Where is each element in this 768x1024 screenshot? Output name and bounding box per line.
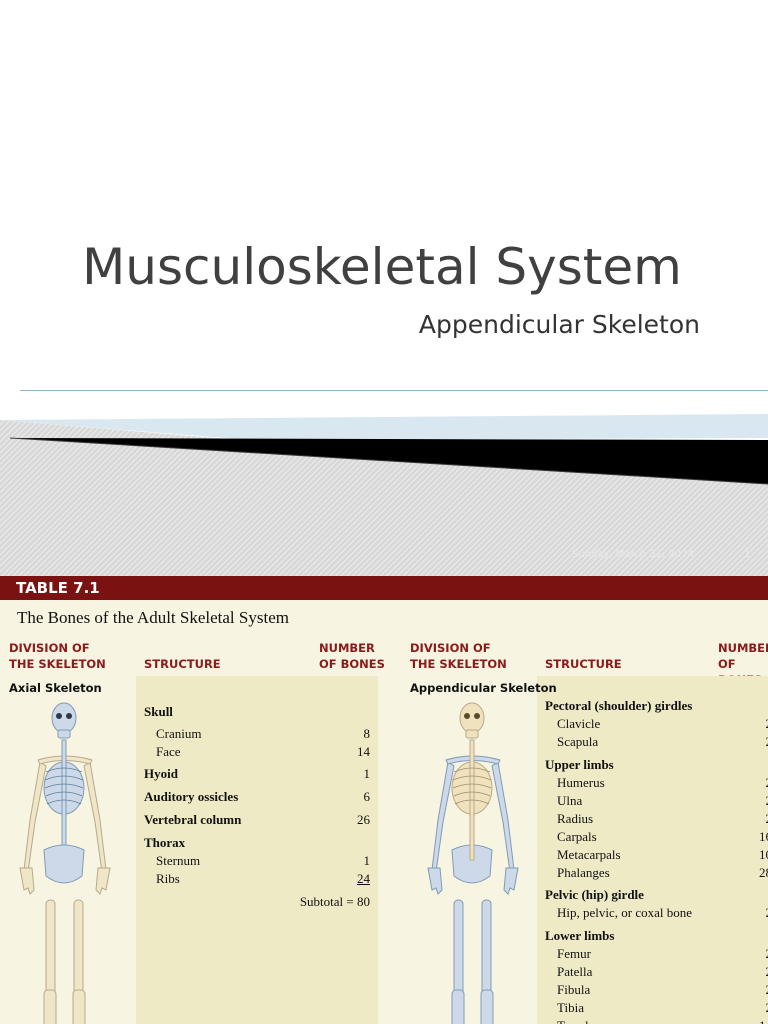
table-row-label: Tibia (557, 1000, 584, 1015)
table-row-count: 6 (363, 789, 371, 804)
table-row-count: 2 (732, 734, 768, 750)
table-row-label: Upper limbs (545, 757, 614, 772)
table-row-label: Pectoral (shoulder) girdles (545, 698, 693, 713)
table-row-label: Phalanges (557, 865, 610, 880)
footer-date: Sunday, March 31, 2024 (572, 549, 694, 560)
table-row-count: 2 (732, 946, 768, 962)
table-title: The Bones of the Adult Skeletal System (17, 608, 289, 627)
table-row-count: 24 (357, 871, 370, 886)
table-row-count: 26 (357, 812, 370, 827)
table-row-count: 1 (363, 766, 371, 781)
decorative-band (0, 414, 768, 576)
axial-shade (136, 676, 378, 1024)
table-row-label: Pelvic (hip) girdle (545, 887, 644, 902)
divider-line (20, 390, 768, 391)
table-row-label: Skull (144, 704, 173, 719)
table-label: TABLE 7.1 (16, 579, 100, 597)
table-row-label: Patella (557, 964, 593, 979)
axial-subtotal: Subtotal = 80 (299, 894, 370, 909)
hatched-band (0, 420, 768, 576)
table-header-bar: TABLE 7.1 (0, 576, 768, 600)
table-row-label: Lower limbs (545, 928, 615, 943)
table-row-label: Scapula (557, 734, 599, 749)
col-head-structure-2: STRUCTURE (545, 657, 622, 671)
table-row-count: 1 (363, 853, 371, 868)
footer-page-number: 1 (744, 549, 751, 560)
blue-wedge (0, 414, 768, 440)
col-head-structure: STRUCTURE (144, 657, 221, 671)
table-row-label: Sternum (156, 853, 201, 868)
table-row-count: 10 (759, 847, 768, 862)
table-row-label: Fibula (557, 982, 591, 997)
table-row-count: 14 (357, 744, 370, 759)
table-row-count: 2 (732, 982, 768, 998)
table-row-label: Humerus (557, 775, 605, 790)
table-row-label: Carpals (557, 829, 597, 844)
slide-title: Musculoskeletal System (82, 238, 682, 296)
table-row-label: Vertebral column (144, 812, 242, 827)
axial-label: Axial Skeleton (9, 681, 102, 695)
table-row-count: 8 (363, 726, 371, 741)
table-row-count: 2 (732, 964, 768, 980)
table-row-label: Cranium (156, 726, 202, 741)
table-row-count: 14 (732, 1018, 768, 1024)
table-row-label: Ribs (156, 871, 180, 886)
table-row-label: Ulna (557, 793, 583, 808)
title-slide: Musculoskeletal System Appendicular Skel… (0, 238, 768, 576)
table-row-count: 2 (732, 716, 768, 732)
table-row-label: Radius (557, 811, 594, 826)
table-row-count: 28 (759, 865, 768, 880)
table-row-label: Hyoid (144, 766, 178, 781)
table-row-label: Clavicle (557, 716, 601, 731)
table-row-count: 2 (732, 1000, 768, 1016)
table-row-label: Face (156, 744, 181, 759)
table-row-label: Tarsals (557, 1018, 594, 1024)
table-row-count: 2 (732, 793, 768, 809)
bones-table: TABLE 7.1 The Bones of the Adult Skeleta… (0, 576, 768, 1024)
table-row-label: Hip, pelvic, or coxal bone (557, 905, 693, 920)
table-row-count: 2 (732, 811, 768, 827)
slide-subtitle: Appendicular Skeleton (418, 310, 700, 339)
appendicular-skeleton-illustration (427, 702, 519, 1024)
appendicular-shade (537, 676, 768, 1024)
table-row-label: Auditory ossicles (144, 789, 239, 804)
table-row-count: 16 (759, 829, 768, 844)
table-row-label: Thorax (144, 835, 186, 850)
table-row-label: Metacarpals (557, 847, 621, 862)
table-row-count: 2 (732, 905, 768, 921)
appendicular-label: Appendicular Skeleton (410, 681, 557, 695)
axial-skeleton-illustration (19, 702, 111, 1024)
table-row-label: Femur (557, 946, 591, 961)
table-row-count: 2 (732, 775, 768, 791)
